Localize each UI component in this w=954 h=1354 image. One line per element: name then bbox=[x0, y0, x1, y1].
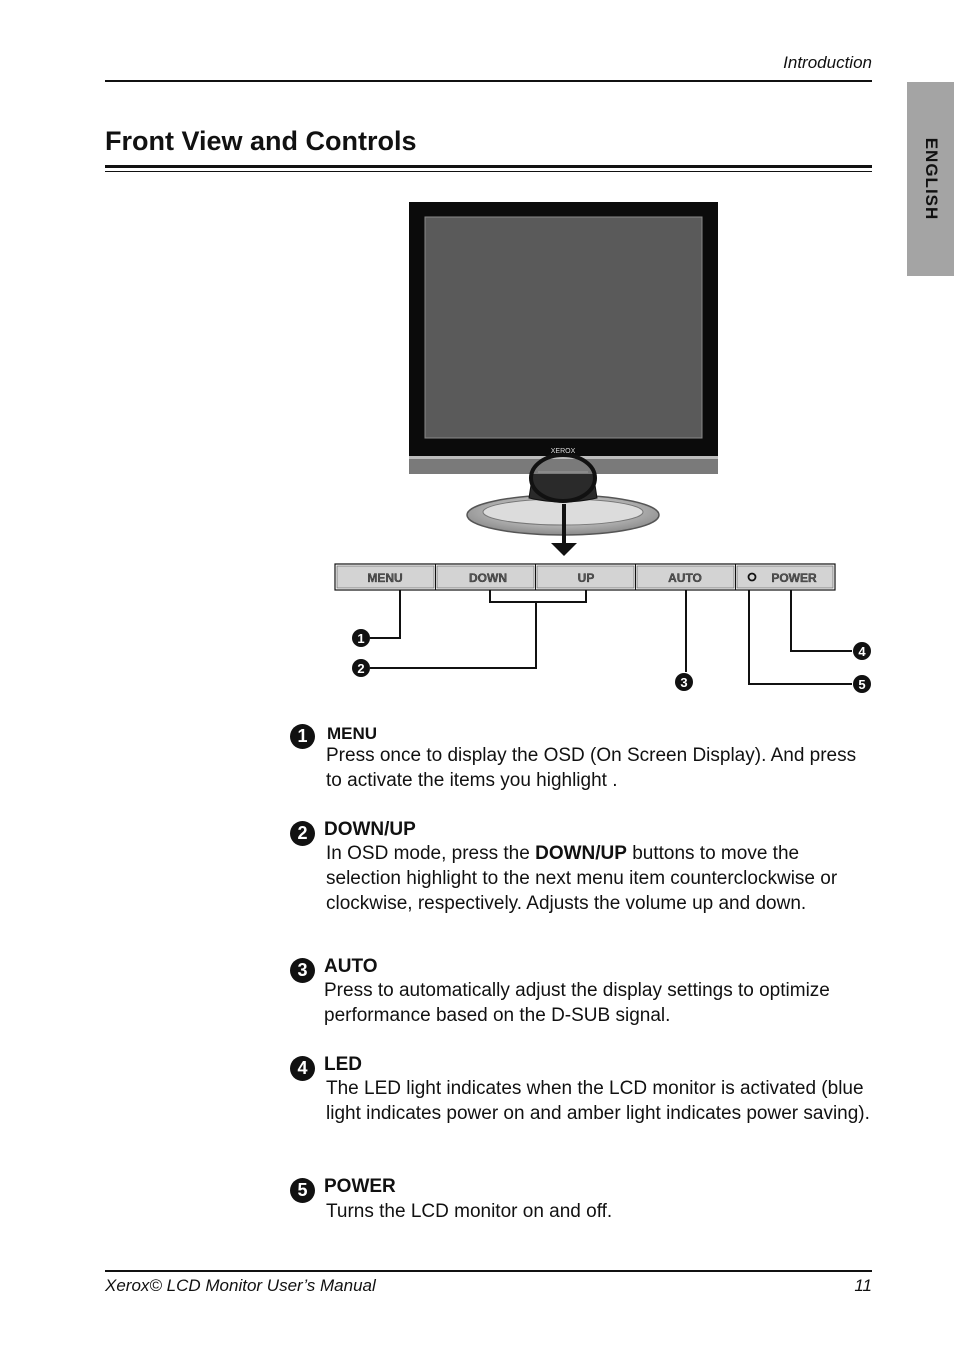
item-description-emphasis: DOWN/UP bbox=[535, 843, 627, 864]
panel-down-label: DOWN bbox=[469, 571, 507, 585]
callout-2: 2 bbox=[357, 661, 364, 676]
header-rule bbox=[105, 80, 872, 82]
item-number-badge: 4 bbox=[290, 1056, 315, 1081]
item-title: POWER bbox=[324, 1176, 396, 1197]
panel-auto-label: AUTO bbox=[668, 571, 702, 585]
item-number-badge: 3 bbox=[290, 958, 315, 983]
item-description-text: In OSD mode, press the bbox=[326, 843, 536, 864]
callout-4: 4 bbox=[858, 644, 866, 659]
panel-power-label: POWER bbox=[771, 571, 817, 585]
header-section-label: Introduction bbox=[783, 53, 872, 72]
item-number-badge: 2 bbox=[290, 821, 315, 846]
monitor-diagram: XEROX MENU DOWN UP AUTO POWER bbox=[334, 202, 871, 693]
monitor-body: XEROX bbox=[409, 202, 718, 474]
item-number-badge: 5 bbox=[290, 1178, 315, 1203]
panel-menu-label: MENU bbox=[367, 571, 402, 585]
callout-3: 3 bbox=[680, 675, 687, 690]
item-title: AUTO bbox=[324, 956, 378, 977]
title-rule-thick bbox=[105, 165, 872, 168]
led-indicator-icon bbox=[747, 572, 757, 582]
callout-1: 1 bbox=[357, 631, 364, 646]
item-title: DOWN/UP bbox=[324, 819, 416, 840]
panel-up-label: UP bbox=[578, 571, 595, 585]
item-description: Press to automatically adjust the displa… bbox=[324, 980, 830, 1026]
monitor-brand-label: XEROX bbox=[551, 448, 576, 455]
control-panel: MENU DOWN UP AUTO POWER bbox=[334, 563, 836, 591]
item-description: Press once to display the OSD (On Screen… bbox=[326, 745, 857, 791]
callout-5: 5 bbox=[858, 677, 865, 692]
item-description: In OSD mode, press the DOWN/UP buttons t… bbox=[326, 841, 876, 916]
callout-lines bbox=[370, 590, 852, 685]
item-description: The LED light indicates when the LCD mon… bbox=[326, 1078, 870, 1124]
item-number-badge: 1 bbox=[290, 724, 315, 749]
item-description: Turns the LCD monitor on and off. bbox=[326, 1201, 613, 1222]
button-zoom-circle bbox=[529, 453, 597, 503]
page-title: Front View and Controls bbox=[105, 126, 417, 156]
item-title: MENU bbox=[327, 724, 378, 743]
item-title: LED bbox=[324, 1054, 362, 1075]
page-number: 11 bbox=[854, 1276, 872, 1295]
zoom-arrow bbox=[551, 504, 577, 556]
footer-rule bbox=[105, 1270, 872, 1272]
callout-markers: 1 2 3 4 5 bbox=[352, 629, 871, 693]
footer-title: Xerox© LCD Monitor User’s Manual bbox=[105, 1276, 376, 1295]
language-tab: ENGLISH bbox=[907, 82, 954, 276]
item-description-text: buttons to move the selection highlight … bbox=[326, 843, 838, 914]
title-rule-thin bbox=[105, 171, 872, 172]
